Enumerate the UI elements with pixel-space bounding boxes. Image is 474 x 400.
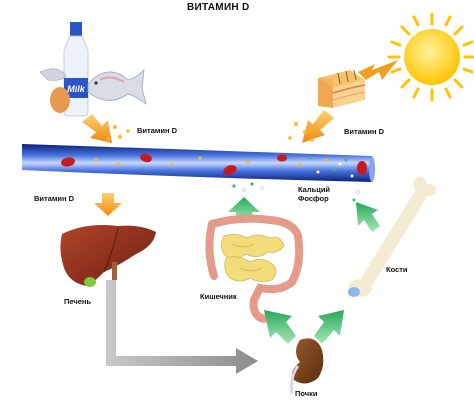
arrow-bone-to-vessel <box>356 202 380 232</box>
skin-layer-icon <box>318 69 366 108</box>
arrow-liver-to-kidney <box>106 280 258 374</box>
label-bones: Кости <box>386 265 408 274</box>
label-phosphorus: Фосфор <box>298 194 329 203</box>
label-intestine: Кишечник <box>200 292 237 301</box>
arrow-skin-to-vessel <box>302 110 334 143</box>
fish-tail-icon <box>39 68 67 81</box>
label-liver: Печень <box>64 297 92 306</box>
vitamin-d-particles-food <box>106 125 130 141</box>
sun-icon <box>387 12 474 102</box>
bone-icon <box>348 177 436 297</box>
vitamin-d-particles-skin <box>288 122 314 142</box>
label-vitamin-d-skin: Витамин D <box>344 127 385 136</box>
arrow-sun-to-skin <box>358 60 398 80</box>
label-kidneys: Почки <box>295 389 318 398</box>
milk-bottle-icon: Milk <box>63 22 89 117</box>
kidney-icon <box>290 338 324 395</box>
milk-bottle-label: Milk <box>67 84 85 94</box>
label-vitamin-d-food: Витамин D <box>137 126 178 135</box>
liver-icon <box>60 225 156 287</box>
calcium-phosphorus-particles <box>232 182 360 202</box>
arrow-vessel-to-liver <box>94 193 122 216</box>
intestine-icon <box>205 214 304 323</box>
diagram-title: ВИТАМИН D <box>187 2 250 13</box>
fish-icon <box>87 68 147 106</box>
arrow-food-to-vessel <box>82 114 112 143</box>
egg-icon <box>50 87 70 113</box>
blood-vessel-icon <box>22 144 375 182</box>
label-vitamin-d-left: Витамин D <box>34 194 75 203</box>
arrow-kidney-to-bone <box>314 310 344 344</box>
arrow-kidney-to-intestine <box>264 310 296 344</box>
label-calcium: Кальций <box>298 185 331 194</box>
